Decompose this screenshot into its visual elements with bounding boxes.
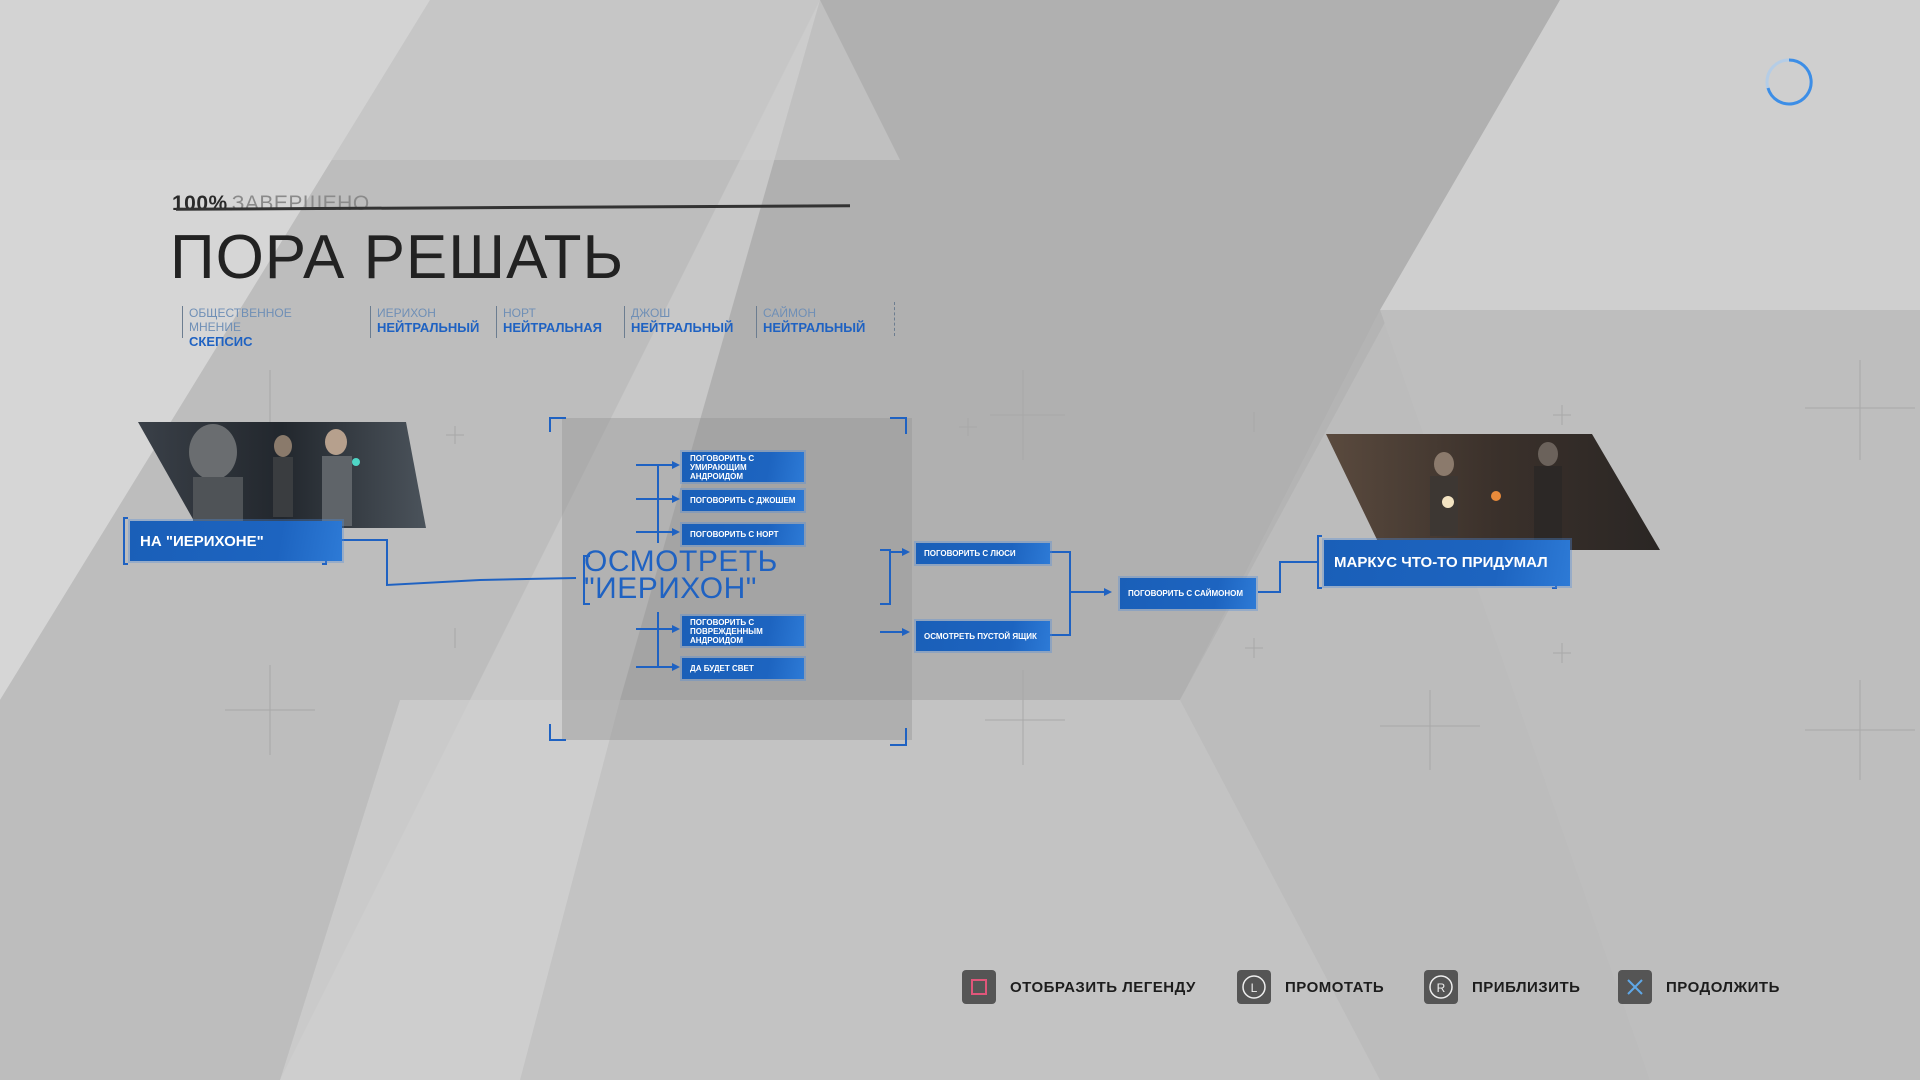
control-label: ПРОМОТАТЬ: [1285, 978, 1385, 996]
node-start-jericho[interactable]: НА "ИЕРИХОНЕ": [130, 521, 342, 561]
scene-image-markus-plan: [1326, 434, 1660, 550]
stat-label: ИЕРИХОН: [377, 306, 436, 320]
control-zoom[interactable]: R ПРИБЛИЗИТЬ: [1424, 970, 1580, 1004]
square-button-icon: [962, 970, 996, 1004]
node-label: ПОГОВОРИТЬ С УМИРАЮЩИМ АНДРОИДОМ: [690, 453, 755, 481]
node-talk-lucy[interactable]: ПОГОВОРИТЬ С ЛЮСИ: [916, 543, 1050, 564]
control-label: ОТОБРАЗИТЬ ЛЕГЕНДУ: [1010, 978, 1196, 996]
control-show-legend[interactable]: ОТОБРАЗИТЬ ЛЕГЕНДУ: [962, 970, 1196, 1004]
stick-glyph: L: [1251, 981, 1258, 995]
scene-image-jericho-arrival: [138, 422, 426, 528]
node-talk-josh[interactable]: ПОГОВОРИТЬ С ДЖОШЕМ: [682, 490, 804, 511]
loading-ring-icon: [1765, 58, 1813, 106]
stat-north: НОРТ НЕЙТРАЛЬНАЯ: [496, 306, 602, 338]
stat-value: СКЕПСИС: [189, 334, 253, 349]
cross-button-icon: [1618, 970, 1652, 1004]
node-label: ПОГОВОРИТЬ С ДЖОШЕМ: [690, 496, 796, 505]
node-label: НА "ИЕРИХОНЕ": [140, 532, 264, 550]
node-label: ПОГОВОРИТЬ С САЙМОНОМ: [1128, 589, 1244, 598]
node-inspect-empty-box[interactable]: ОСМОТРЕТЬ ПУСТОЙ ЯЩИК: [916, 621, 1050, 651]
stat-value: НЕЙТРАЛЬНЫЙ: [763, 320, 866, 335]
right-stick-icon: R: [1424, 970, 1458, 1004]
stick-glyph: R: [1437, 981, 1446, 995]
completion-word: ЗАВЕРШЕНО: [231, 192, 370, 215]
node-label: ПОГОВОРИТЬ С ПОВРЕЖДЕННЫМ АНДРОИДОМ: [690, 617, 763, 645]
node-label: ОСМОТРЕТЬ ПУСТОЙ ЯЩИК: [924, 631, 1037, 641]
completion-percent: 100%: [172, 192, 228, 215]
node-talk-north[interactable]: ПОГОВОРИТЬ С НОРТ: [682, 524, 804, 545]
stat-public-opinion: ОБЩЕСТВЕННОЕ МНЕНИЕ СКЕПСИС: [182, 306, 292, 349]
control-continue[interactable]: ПРОДОЛЖИТЬ: [1618, 970, 1780, 1004]
left-stick-icon: L: [1237, 970, 1271, 1004]
stat-jericho: ИЕРИХОН НЕЙТРАЛЬНЫЙ: [370, 306, 479, 338]
stat-value: НЕЙТРАЛЬНАЯ: [503, 320, 603, 335]
stat-label: НОРТ: [503, 306, 536, 320]
node-talk-dying-android[interactable]: ПОГОВОРИТЬ С УМИРАЮЩИМ АНДРОИДОМ: [682, 452, 804, 482]
node-end-markus-plan[interactable]: МАРКУС ЧТО-ТО ПРИДУМАЛ: [1324, 540, 1570, 586]
node-let-there-be-light[interactable]: ДА БУДЕТ СВЕТ: [682, 658, 804, 679]
node-main-inspect-jericho[interactable]: ОСМОТРЕТЬ "ИЕРИХОН": [584, 545, 778, 605]
control-label: ПРОДОЛЖИТЬ: [1666, 978, 1780, 996]
stat-value: НЕЙТРАЛЬНЫЙ: [377, 320, 480, 335]
stats-end-bracket: [894, 302, 895, 336]
node-label: МАРКУС ЧТО-ТО ПРИДУМАЛ: [1334, 554, 1548, 571]
stat-value: НЕЙТРАЛЬНЫЙ: [631, 320, 734, 335]
node-label: ПОГОВОРИТЬ С ЛЮСИ: [924, 549, 1016, 558]
completion-status: 100%ЗАВЕРШЕНО: [172, 192, 370, 216]
node-label: ДА БУДЕТ СВЕТ: [690, 664, 754, 673]
node-talk-damaged-android[interactable]: ПОГОВОРИТЬ С ПОВРЕЖДЕННЫМ АНДРОИДОМ: [682, 616, 804, 646]
stat-simon: САЙМОН НЕЙТРАЛЬНЫЙ: [756, 306, 865, 338]
stat-label: ОБЩЕСТВЕННОЕ МНЕНИЕ: [189, 306, 292, 334]
chapter-title: ПОРА РЕШАТЬ: [170, 223, 625, 292]
stat-label: ДЖОШ: [631, 306, 671, 320]
node-talk-simon[interactable]: ПОГОВОРИТЬ С САЙМОНОМ: [1120, 578, 1256, 609]
node-label: ПОГОВОРИТЬ С НОРТ: [690, 530, 779, 539]
control-label: ПРИБЛИЗИТЬ: [1472, 978, 1581, 996]
stat-label: САЙМОН: [763, 306, 817, 320]
stat-josh: ДЖОШ НЕЙТРАЛЬНЫЙ: [624, 306, 733, 338]
control-scroll[interactable]: L ПРОМОТАТЬ: [1237, 970, 1384, 1004]
